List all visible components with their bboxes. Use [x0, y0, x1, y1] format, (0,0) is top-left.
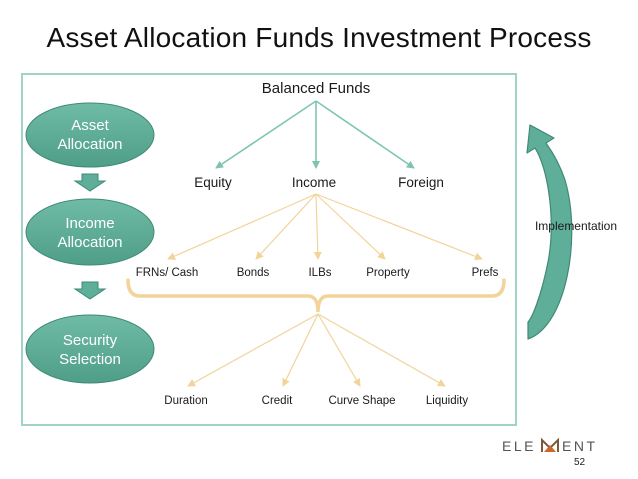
page-number: 52: [574, 457, 586, 468]
stage-label: Income: [65, 215, 114, 232]
connector-credit: [282, 313, 319, 387]
stage-label: Asset: [71, 117, 109, 134]
connector-prefs: [315, 193, 483, 261]
connector-bonds: [255, 193, 317, 260]
stage-label: Selection: [59, 351, 121, 368]
stage-label: Allocation: [57, 136, 122, 153]
connector-foreign: [315, 100, 415, 169]
connector-equity: [215, 100, 317, 169]
stage-label: Security: [63, 332, 118, 349]
connector-liquidity: [317, 313, 446, 387]
node-credit: Credit: [262, 395, 293, 407]
stage-security-selection: Security Selection: [25, 314, 155, 384]
svg-text:ENT: ENT: [562, 438, 598, 454]
node-duration: Duration: [164, 395, 207, 407]
implementation-curved-arrow-icon: [526, 124, 573, 340]
stage-label: Allocation: [57, 234, 122, 251]
node-prefs: Prefs: [472, 267, 499, 279]
slide-title: Asset Allocation Funds Investment Proces…: [46, 22, 592, 53]
down-arrow-icon: [73, 173, 107, 192]
connector-frns: [167, 193, 317, 260]
node-bonds: Bonds: [237, 267, 270, 279]
connector-curve-shape: [317, 313, 361, 387]
svg-text:ELE: ELE: [502, 438, 536, 454]
node-foreign: Foreign: [398, 175, 444, 190]
down-arrow-icon: [73, 281, 107, 300]
stage-income-allocation: Income Allocation: [25, 198, 155, 266]
node-curve-shape: Curve Shape: [328, 395, 395, 407]
element-logo-icon: ELE ENT: [502, 437, 598, 454]
level1-connectors: [215, 100, 415, 169]
grouping-brace: [126, 278, 506, 313]
node-ilbs: ILBs: [308, 267, 331, 279]
stage-asset-allocation: Asset Allocation: [25, 102, 155, 168]
node-property: Property: [366, 267, 410, 279]
level3-connectors: [187, 313, 446, 387]
content-frame: [21, 73, 517, 426]
connector-property: [315, 193, 386, 260]
node-income: Income: [292, 175, 336, 190]
connector-ilbs: [313, 193, 322, 260]
root-balanced-funds: Balanced Funds: [262, 80, 370, 97]
level2-connectors: [167, 193, 483, 261]
node-frns-cash: FRNs/ Cash: [136, 267, 199, 279]
node-equity: Equity: [194, 175, 232, 190]
implementation-label: Implementation: [535, 219, 617, 233]
connector-duration: [187, 313, 319, 387]
node-liquidity: Liquidity: [426, 395, 468, 407]
